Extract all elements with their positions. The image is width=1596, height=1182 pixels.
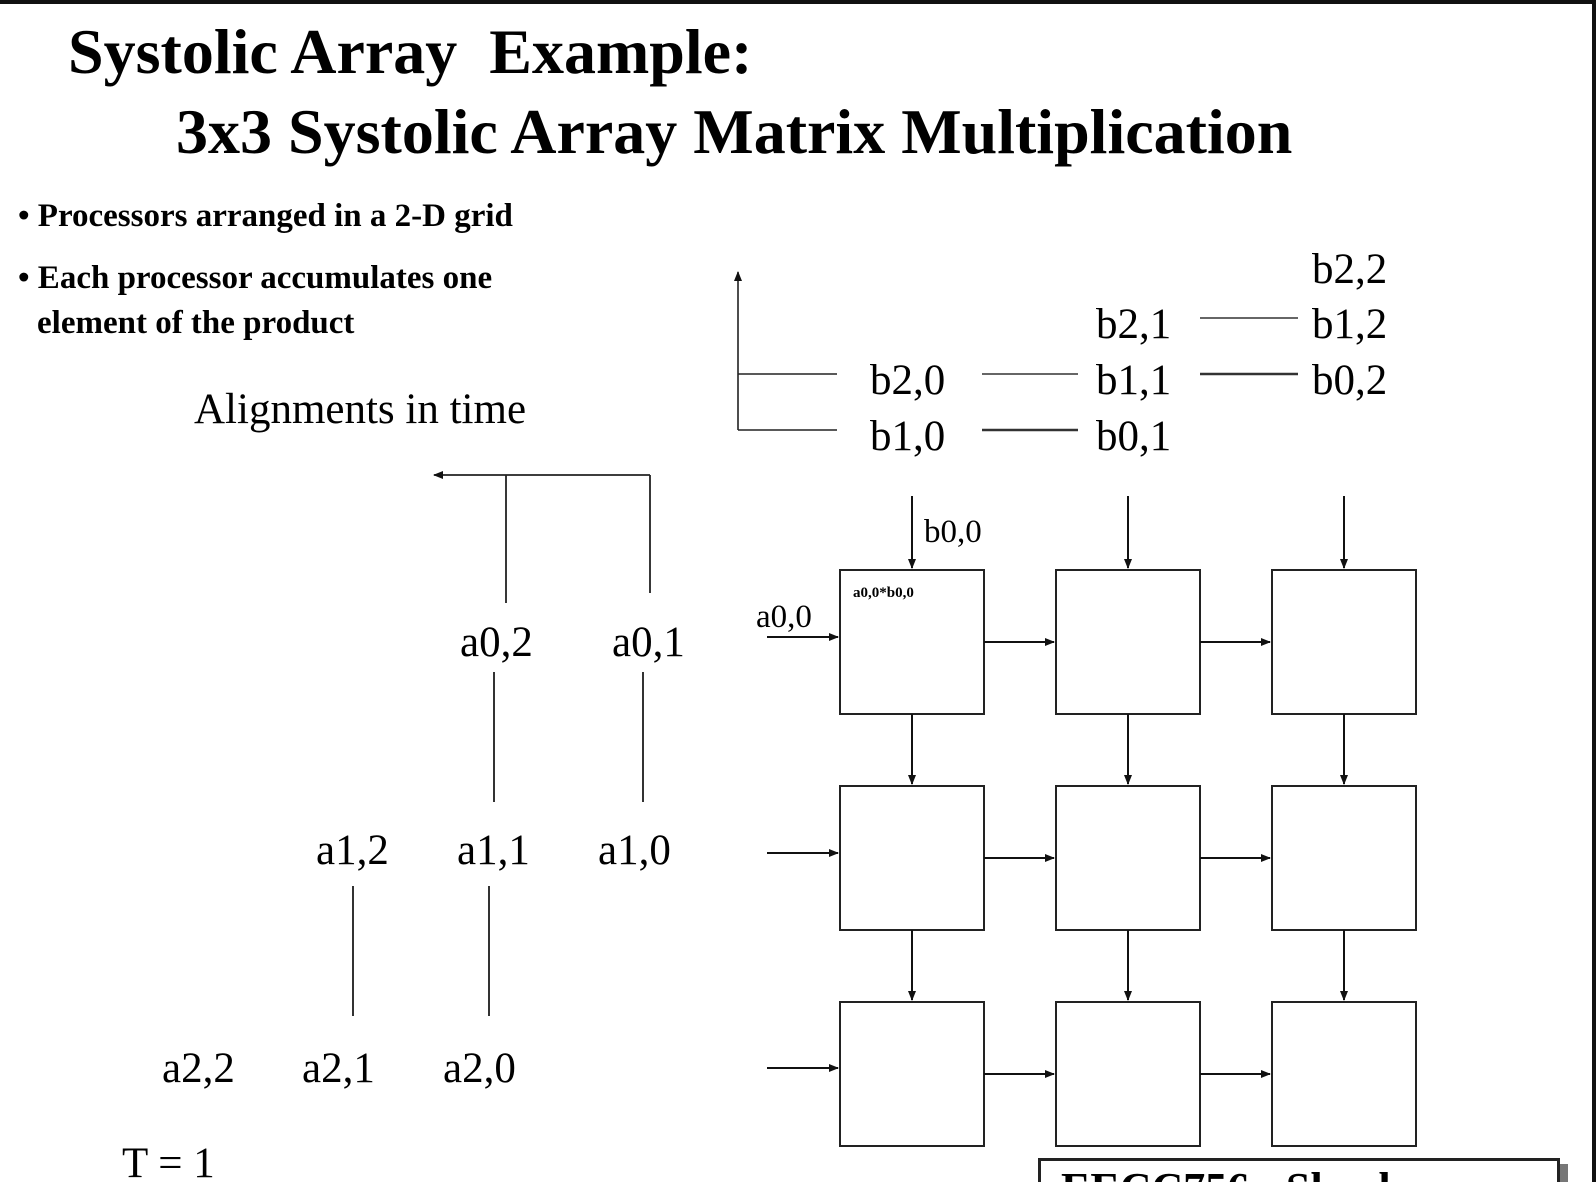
a-time-axis bbox=[433, 471, 651, 603]
b-connectors bbox=[982, 317, 1298, 432]
a-label-a00: a0,0 bbox=[756, 599, 812, 635]
a-label-a20: a2,0 bbox=[443, 1045, 516, 1092]
time-step-label: T = 1 bbox=[122, 1140, 215, 1182]
b-label-b21: b2,1 bbox=[1096, 301, 1172, 348]
a-label-a10: a1,0 bbox=[598, 827, 671, 874]
bullet-2: • Each processor accumulates one bbox=[18, 260, 493, 296]
frame-border-top bbox=[0, 0, 1596, 4]
b-time-axis bbox=[734, 271, 837, 431]
title-line-2: 3x3 Systolic Array Matrix Multiplication bbox=[176, 96, 1293, 167]
a-label-a22: a2,2 bbox=[162, 1045, 235, 1092]
a-label-a11: a1,1 bbox=[457, 827, 530, 874]
bullet-2-continued: element of the product bbox=[37, 305, 355, 341]
frame-border-right bbox=[1592, 0, 1596, 1182]
alignments-label: Alignments in time bbox=[194, 386, 527, 433]
grid-arrows bbox=[908, 638, 1348, 1078]
a-label-a01: a0,1 bbox=[612, 619, 685, 666]
b-label-b12: b1,2 bbox=[1312, 301, 1388, 348]
b-label-b02: b0,2 bbox=[1312, 357, 1388, 404]
processor-cell-0-2 bbox=[1271, 569, 1417, 715]
a-label-a21: a2,1 bbox=[302, 1045, 375, 1092]
processor-cell-0-0 bbox=[839, 569, 985, 715]
b-label-b10: b1,0 bbox=[870, 413, 946, 460]
a-label-a02: a0,2 bbox=[460, 619, 533, 666]
b-label-b00: b0,0 bbox=[924, 514, 982, 550]
processor-cell-1-2 bbox=[1271, 785, 1417, 931]
b-label-b11: b1,1 bbox=[1096, 357, 1172, 404]
processor-cell-1-1 bbox=[1055, 785, 1201, 931]
a-connectors bbox=[352, 672, 644, 1016]
title-line-1: Systolic Array Example: bbox=[68, 16, 753, 87]
processor-cell-0-1 bbox=[1055, 569, 1201, 715]
b-label-b01: b0,1 bbox=[1096, 413, 1172, 460]
processor-cell-1-0 bbox=[839, 785, 985, 931]
b-label-b20: b2,0 bbox=[870, 357, 946, 404]
footer-course-label: EECC756 - Shaaban bbox=[1061, 1167, 1450, 1182]
b-input-arrows bbox=[908, 496, 1348, 569]
processor-cell-2-2 bbox=[1271, 1001, 1417, 1147]
footer-course-box: EECC756 - Shaaban bbox=[1038, 1158, 1560, 1182]
processor-cell-2-1 bbox=[1055, 1001, 1201, 1147]
cell-0-0-product: a0,0*b0,0 bbox=[853, 585, 914, 601]
b-label-b22: b2,2 bbox=[1312, 246, 1388, 293]
a-input-arrows bbox=[767, 633, 839, 1072]
bullet-1: • Processors arranged in a 2-D grid bbox=[18, 198, 513, 234]
processor-grid bbox=[839, 569, 1417, 1147]
a-label-a12: a1,2 bbox=[316, 827, 389, 874]
processor-cell-2-0 bbox=[839, 1001, 985, 1147]
